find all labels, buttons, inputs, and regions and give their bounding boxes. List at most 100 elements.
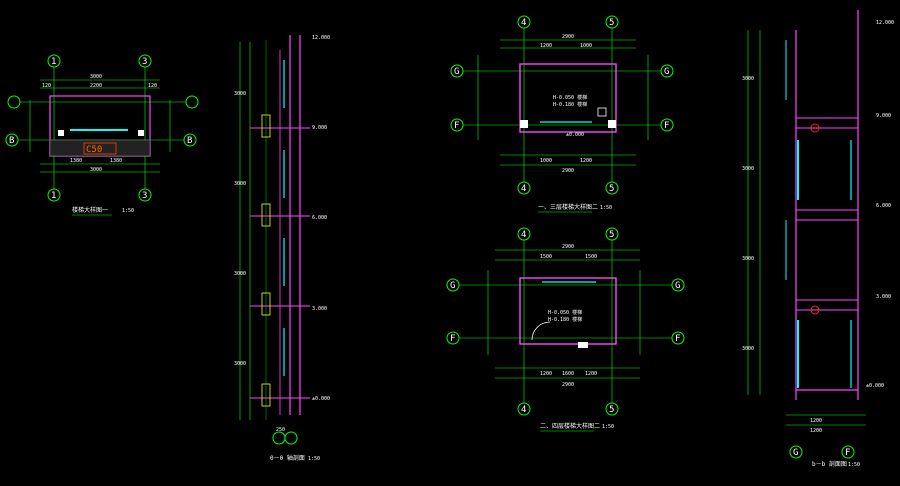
axis-label-B-left: B (9, 136, 14, 146)
column (520, 120, 528, 128)
drawing-title: 楼梯大样图一 (72, 206, 108, 214)
dim-text: 1380 (70, 158, 82, 164)
axis-label-G: G (793, 448, 798, 458)
plan-mid-right-drawing: 4 5 G F G F 4 5 2900 1200 1000 2900 1000… (450, 15, 674, 213)
stair-mark (83, 142, 117, 155)
column (608, 120, 616, 128)
column (138, 130, 144, 136)
axis-bubble-0 (284, 431, 298, 445)
axis-label-F: F (450, 334, 455, 344)
elevation-label: 3.000 (312, 306, 327, 312)
section-bb-drawing: 12.000 9.000 6.000 3.000 ±0.000 3000 300… (742, 10, 894, 468)
axis-bubble-F (841, 445, 855, 459)
note-text: H-0.180 楼梯 (553, 101, 587, 108)
column (58, 130, 64, 136)
section-00-drawing: 12.000 9.000 6.000 3.000 ±0.000 3000 300… (234, 35, 330, 462)
dim-text: 1000 (540, 158, 552, 164)
dim-text: 3000 (742, 76, 754, 82)
axis-label-1-top: 1 (51, 57, 56, 67)
door-swing (531, 321, 551, 341)
elevation-label: 6.000 (876, 203, 891, 209)
wall-outline (519, 277, 617, 345)
wall-hatch (49, 139, 151, 157)
drawing-title: 一、三层楼梯大样图二 (538, 203, 598, 211)
dim-text: 1000 (580, 43, 592, 49)
dim-text: 3000 (234, 91, 246, 97)
elevation-label: 12.000 (876, 20, 894, 26)
dim-text: 3000 (90, 167, 102, 173)
section-marker (810, 123, 820, 133)
dim-text: 2900 (562, 382, 574, 388)
axis-label-G: G (664, 67, 669, 77)
dim-text: 1500 (540, 254, 552, 260)
railing-hatch (261, 383, 271, 407)
axis-label-F: F (664, 121, 669, 131)
dim-text: 1200 (540, 43, 552, 49)
dim-text: 3000 (234, 181, 246, 187)
dim-text: 1600 (562, 371, 574, 377)
axis-label-4: 4 (521, 18, 526, 28)
column (578, 342, 588, 348)
axis-label-5: 5 (609, 184, 614, 194)
room-label: C50 (86, 145, 102, 155)
dim-text: 120 (42, 83, 51, 89)
dim-text: 250 (276, 427, 285, 433)
axis-bubble-G (789, 445, 803, 459)
axis-label-B-right: B (187, 136, 192, 146)
axis-label-1-bottom: 1 (51, 191, 56, 201)
axis-label-4: 4 (521, 184, 526, 194)
dim-text: 120 (148, 83, 157, 89)
axis-label-G: G (675, 281, 680, 291)
axis-label-5: 5 (609, 405, 614, 415)
elevation-label: 9.000 (876, 113, 891, 119)
elevation-label: ±0.000 (312, 396, 330, 402)
dim-text: 1200 (810, 428, 822, 434)
dim-text: 3000 (742, 166, 754, 172)
plan-low-right-drawing: 4 5 G F G F 4 5 2900 1500 1500 2900 1200… (446, 227, 685, 432)
floor-slab (795, 117, 859, 129)
elevation-label: 3.000 (876, 294, 891, 300)
dim-text: 1200 (810, 418, 822, 424)
column (597, 107, 607, 117)
note-text: H-0.050 楼梯 (553, 94, 587, 101)
axis-label-4: 4 (521, 230, 526, 240)
axis-label-F: F (675, 334, 680, 344)
railing-hatch (261, 203, 271, 227)
drawing-scale: 1:50 (122, 208, 134, 214)
elevation-label: 9.000 (312, 125, 327, 131)
axis-label-5: 5 (609, 230, 614, 240)
elevation-label: ±0.000 (566, 132, 584, 138)
drawing-title: b－b 剖面图 (812, 460, 847, 468)
wall-outline (519, 63, 617, 133)
elevation-label: ±0.000 (866, 383, 884, 389)
drawing-scale: 1:50 (602, 424, 614, 430)
railing-hatch (261, 292, 271, 316)
plan-top-drawing: 1 3 1 3 B B 3000 2200 120 120 3000 1380 … (5, 54, 199, 216)
axis-label-5: 5 (609, 18, 614, 28)
note-text: H-0.180 楼梯 (548, 316, 582, 323)
dim-text: 1500 (585, 254, 597, 260)
axis-label-G: G (450, 281, 455, 291)
axis-label-F: F (845, 448, 850, 458)
dim-text: 1200 (580, 158, 592, 164)
axis-label-4: 4 (521, 405, 526, 415)
axis-label-G: G (454, 67, 459, 77)
drawing-title: 二、四层楼梯大样图二 (540, 422, 600, 430)
floor-slab (795, 209, 859, 221)
drawing-title: 0－0 轴剖面 (270, 454, 305, 462)
floor-slab (795, 299, 859, 311)
dim-text: 1200 (585, 371, 597, 377)
dim-text: 3000 (234, 361, 246, 367)
dim-text: 3000 (742, 256, 754, 262)
railing-hatch (261, 114, 271, 138)
dim-text: 3000 (90, 74, 102, 80)
note-text: H-0.050 楼梯 (548, 309, 582, 316)
dim-text: 2900 (562, 244, 574, 250)
dim-text: 3000 (234, 271, 246, 277)
dim-text: 2900 (562, 34, 574, 40)
axis-label-F: F (454, 121, 459, 131)
elevation-label: 12.000 (312, 35, 330, 41)
dim-text: 1200 (540, 371, 552, 377)
